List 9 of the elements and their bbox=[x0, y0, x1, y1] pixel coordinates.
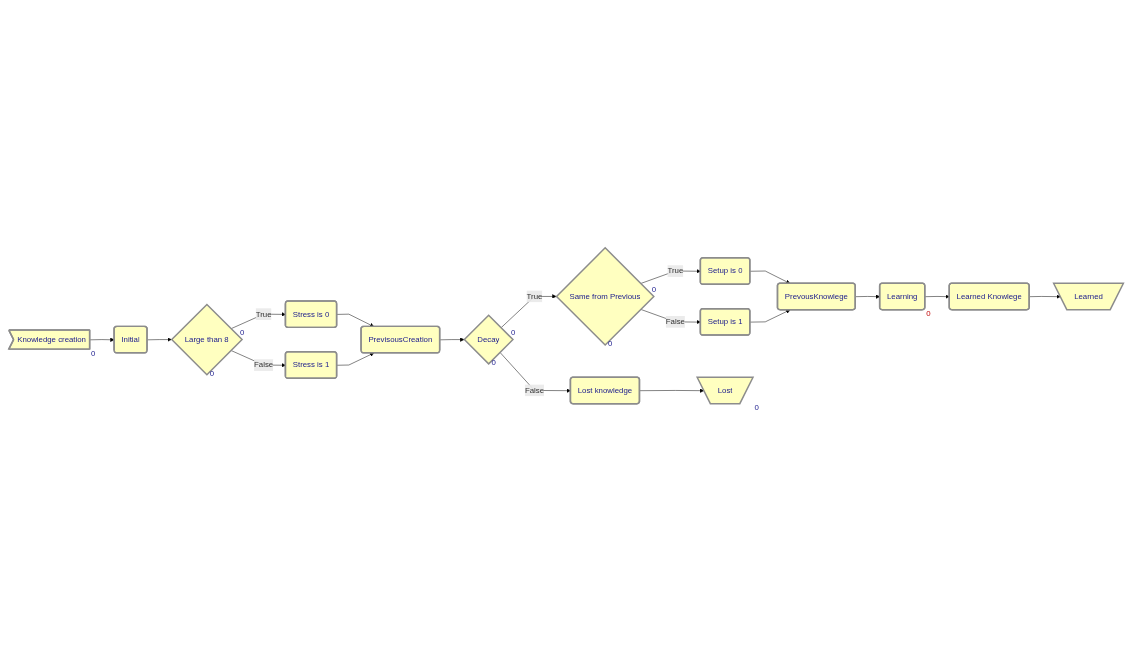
counter: 0 bbox=[754, 403, 759, 413]
counter: 0 bbox=[511, 328, 516, 338]
counter: 0 bbox=[608, 339, 613, 349]
counter: 0 bbox=[926, 309, 931, 319]
counter: 0 bbox=[651, 284, 657, 294]
counter: 0 bbox=[209, 369, 215, 379]
counter: 0 bbox=[491, 358, 496, 368]
counter: 0 bbox=[240, 328, 245, 338]
counter: 0 bbox=[91, 349, 96, 359]
